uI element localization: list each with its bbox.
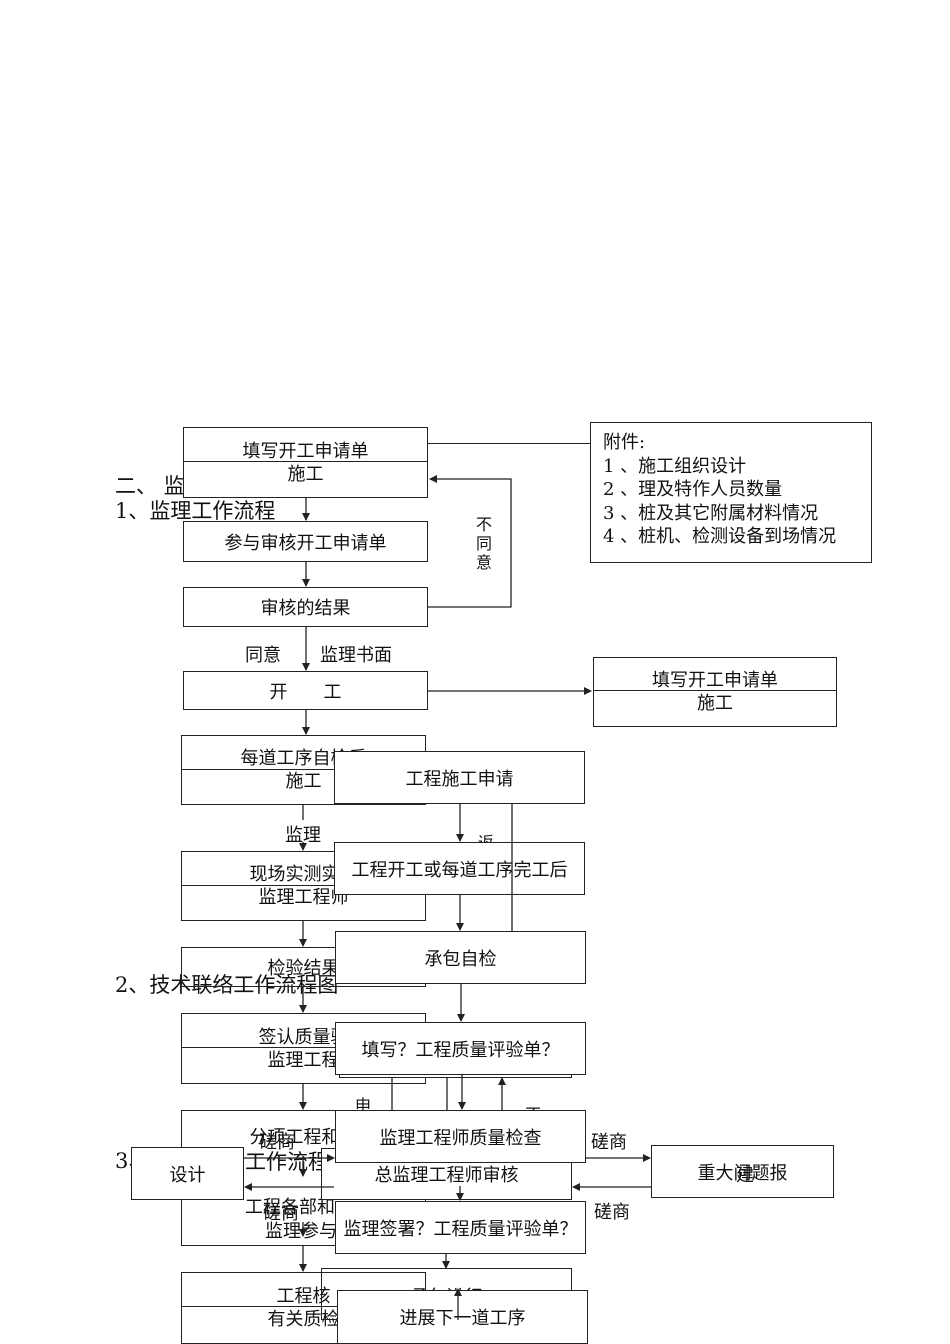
start-box: 开 工 bbox=[183, 671, 428, 710]
measure-line1: 现场实测实量 bbox=[249, 864, 358, 885]
consult-label-left-bottom: 磋商 bbox=[263, 1203, 299, 1224]
contractor-check-box: 承包自检 bbox=[335, 931, 586, 984]
sign-line1: 签认质量验 bbox=[258, 1026, 349, 1048]
attachment-item: 4 、桩机、检测设备到场情况 bbox=[603, 526, 837, 547]
apply-box-line1: 填写开工申请单 bbox=[242, 440, 369, 462]
right-apply-strike bbox=[593, 690, 837, 692]
selfcheck-line2: 施工 bbox=[285, 771, 322, 792]
written-label: 监理书面 bbox=[320, 645, 392, 666]
engineer-check-box: 监理工程师质量检查 bbox=[335, 1110, 586, 1163]
attachment-item: 3 、桩及其它附属材料情况 bbox=[603, 502, 819, 524]
disagree-char: 不 bbox=[475, 515, 492, 534]
right-apply-box: 填写开工申请单 施工 bbox=[593, 657, 837, 727]
supervise-label: 监理 bbox=[285, 825, 321, 846]
measure-strike bbox=[181, 885, 426, 887]
agree-label: 同意 bbox=[245, 645, 281, 666]
disagree-char: 意 bbox=[475, 553, 492, 572]
flow2-title: 2、技术联络工作流程图 bbox=[115, 973, 339, 997]
attachment-connector bbox=[427, 443, 590, 445]
partial-text: 工程各部和 bbox=[245, 1197, 335, 1218]
apply-box-line2: 施工 bbox=[287, 463, 324, 485]
result-box: 审核的结果 bbox=[183, 587, 428, 627]
subitem-text: 分项工程和工 bbox=[249, 1127, 358, 1148]
fill-form-box: 填写？工程质量评验单？ bbox=[335, 1022, 586, 1075]
major-issue-overlap: 建 bbox=[736, 1165, 754, 1186]
sign-box: 签认质量验 监理工程 bbox=[181, 1013, 426, 1084]
attachment-title: 附件: bbox=[603, 432, 646, 453]
consult-label-left-top: 磋商 bbox=[259, 1132, 295, 1153]
section-two-heading: 二、 监 bbox=[115, 474, 185, 498]
measure-line2: 监理工程师 bbox=[258, 887, 349, 908]
consult-label-right-bottom: 磋商 bbox=[594, 1202, 630, 1223]
sign-line2: 监理工程 bbox=[267, 1049, 340, 1071]
attachment-box: 附件: 1 、施工组织设计 2 、理及特作人员数量 3 、桩及其它附属材料情况 … bbox=[590, 422, 872, 563]
disagree-label: 不 同 意 bbox=[475, 515, 493, 572]
acceptance-line1: 工程核 bbox=[276, 1286, 331, 1307]
attachment-item: 1 、施工组织设计 bbox=[603, 455, 747, 477]
apply-box: 填写开工申请单 施工 bbox=[183, 427, 428, 498]
consult-label-right-top: 磋商 bbox=[591, 1132, 627, 1153]
disagree-char: 同 bbox=[475, 534, 492, 553]
attachment-item: 2 、理及特作人员数量 bbox=[603, 479, 783, 500]
review-box: 参与审核开工申请单 bbox=[183, 521, 428, 562]
right-apply-line1: 填写开工申请单 bbox=[652, 670, 778, 691]
construction-apply-box: 工程施工申请 bbox=[334, 751, 585, 804]
design-box: 设计 bbox=[131, 1147, 244, 1200]
apply-box-strike bbox=[183, 461, 428, 463]
flow1-title: 1、监理工作流程 bbox=[115, 499, 276, 523]
sign-strike bbox=[181, 1047, 426, 1049]
major-issue-box: 重大问题报 建 bbox=[651, 1145, 834, 1198]
after-process-box: 工程开工或每道工序完工后 bbox=[334, 842, 585, 895]
selfcheck-strike bbox=[181, 769, 426, 771]
flow3-title-fragment: 工作流程 bbox=[245, 1150, 329, 1174]
supervisor-sign-box: 监理签署？工程质量评验单？ bbox=[335, 1201, 586, 1254]
acceptance-strike bbox=[181, 1306, 426, 1308]
major-issue-text: 重大问题报 bbox=[697, 1162, 788, 1184]
right-apply-line2: 施工 bbox=[697, 693, 733, 714]
